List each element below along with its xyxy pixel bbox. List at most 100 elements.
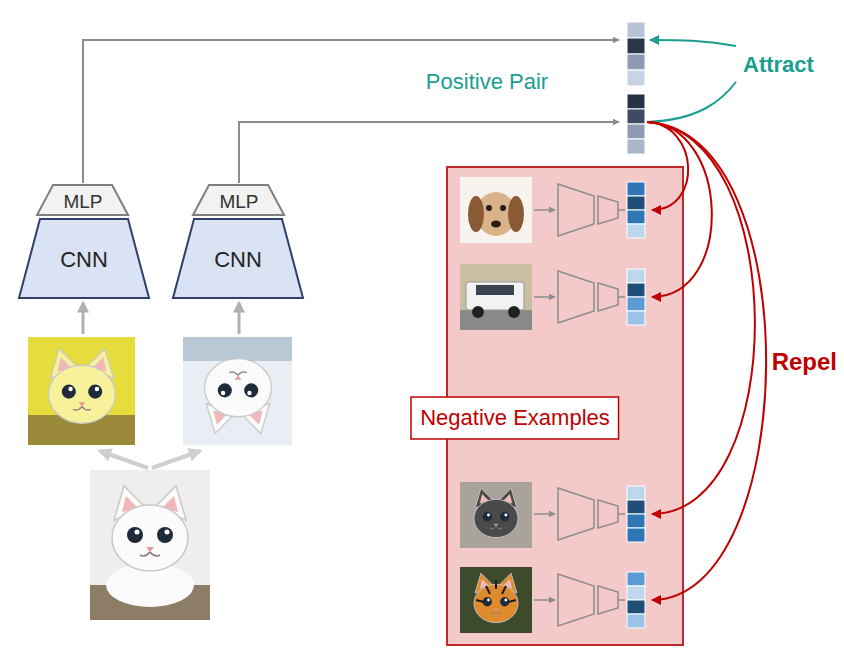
negative-car-part xyxy=(508,306,520,318)
negative-tiger-part xyxy=(474,573,518,622)
mlp-head: MLP xyxy=(192,184,285,216)
input-arrows xyxy=(83,303,239,334)
repel-label: Repel xyxy=(769,348,840,376)
negative-encoders-part xyxy=(598,500,618,528)
augmented-cat-yellow-part xyxy=(49,349,116,424)
negative-dog-part xyxy=(508,196,524,232)
negative-vectors-part xyxy=(627,586,645,600)
augmented-cat-flipped-part xyxy=(205,359,272,434)
negative-vectors-part xyxy=(627,210,645,224)
negative-encoders-part xyxy=(618,209,625,211)
negative-car-part xyxy=(460,310,532,330)
augment-arrow xyxy=(100,451,148,468)
augmented-cat-yellow xyxy=(28,337,135,445)
negative-vectors-part xyxy=(627,528,645,542)
mlp-head-shape xyxy=(37,185,128,215)
negative-encoders-part xyxy=(558,271,594,323)
negative-encoders-part xyxy=(618,296,625,298)
augmented-cat-flipped-part xyxy=(183,337,292,445)
negative-vectors-part xyxy=(627,224,645,238)
negatives-title-box-shape xyxy=(411,397,619,439)
projection-arrows xyxy=(83,40,619,183)
negative-dog-part xyxy=(500,205,506,211)
mlp-head-shape xyxy=(193,185,284,215)
negative-dog-part xyxy=(486,205,492,211)
negative-encoders-part xyxy=(534,296,555,298)
negative-vectors-part xyxy=(627,614,645,628)
negative-car-part xyxy=(472,306,484,318)
embedding-vector-part xyxy=(627,54,645,70)
cnn-encoder-text: CNN xyxy=(214,248,262,272)
mlp-head-text: MLP xyxy=(63,192,102,213)
negative-dog-part xyxy=(491,221,501,228)
negative-tiger-part xyxy=(476,580,516,602)
cnn-encoder-shape xyxy=(19,219,149,298)
embedding-vector-part xyxy=(627,22,645,38)
cnn-encoder-shape xyxy=(173,219,303,298)
embedding-vector xyxy=(627,94,645,154)
negative-dog xyxy=(460,177,532,243)
negative-vectors-part xyxy=(627,486,645,500)
negatives-title-box-text: Negative Examples xyxy=(420,406,610,430)
negative-vectors-part xyxy=(627,196,645,210)
projection-arrow xyxy=(83,40,619,183)
embedding-vector-part xyxy=(627,124,645,139)
negative-tiger-part xyxy=(460,567,532,633)
negative-encoders-part xyxy=(598,283,618,311)
negative-encoders-part xyxy=(558,574,594,626)
negative-car-part xyxy=(476,285,514,295)
attract-label: Attract xyxy=(740,52,817,77)
mlp-head-text: MLP xyxy=(219,192,258,213)
negative-tiger xyxy=(460,567,532,633)
negative-encoders-part xyxy=(534,513,555,515)
pair-label: Positive Pair xyxy=(423,69,551,94)
negative-cat-part xyxy=(474,488,518,537)
embedding-vector-part xyxy=(627,38,645,54)
negative-cat-part xyxy=(460,482,532,548)
cnn-encoder-text: CNN xyxy=(60,248,108,272)
negative-dog-part xyxy=(468,196,484,232)
repel-arrow xyxy=(647,122,766,600)
negative-vectors-part xyxy=(627,283,645,297)
attract-line xyxy=(647,82,736,122)
negative-vectors-part xyxy=(627,297,645,311)
negative-encoders-part xyxy=(598,196,618,224)
original-cat-part xyxy=(112,486,188,571)
augmented-cat-yellow-part xyxy=(28,337,135,445)
negative-vectors-part xyxy=(627,269,645,283)
input-arrow xyxy=(82,303,85,334)
augment-arrow xyxy=(152,451,200,468)
embedding-vector-part xyxy=(627,70,645,86)
repel-arrow xyxy=(647,122,755,514)
attract-arrow xyxy=(650,40,736,46)
embedding-vector-part xyxy=(627,139,645,154)
cnn-encoder: CNN xyxy=(18,218,150,299)
negative-encoders-part xyxy=(534,209,555,211)
negative-car xyxy=(460,264,532,330)
negative-vectors-part xyxy=(627,514,645,528)
original-cat-part xyxy=(90,470,210,620)
negative-encoders-part xyxy=(558,488,594,540)
original-cat xyxy=(90,470,210,620)
negative-encoders-part xyxy=(558,184,594,236)
negative-vectors-part xyxy=(627,311,645,325)
negative-encoders-part xyxy=(618,599,625,601)
augmented-cat-flipped xyxy=(183,337,292,445)
augmented-cat-flipped-part xyxy=(183,337,292,361)
augment-arrows xyxy=(100,451,200,468)
cnn-encoder: CNN xyxy=(172,218,304,299)
repel-arrows xyxy=(647,122,766,600)
negative-car-part xyxy=(460,264,532,330)
negatives-title-box: Negative Examples xyxy=(410,396,620,440)
negative-vectors-part xyxy=(627,182,645,196)
embedding-vector-part xyxy=(627,94,645,109)
negative-encoders-part xyxy=(618,513,625,515)
negative-encoders-part xyxy=(534,599,555,601)
negative-vectors-part xyxy=(627,500,645,514)
attract-arrows xyxy=(647,40,736,122)
negative-dog-part xyxy=(460,177,532,243)
negative-vectors-part xyxy=(627,600,645,614)
negative-vectors xyxy=(627,182,645,628)
